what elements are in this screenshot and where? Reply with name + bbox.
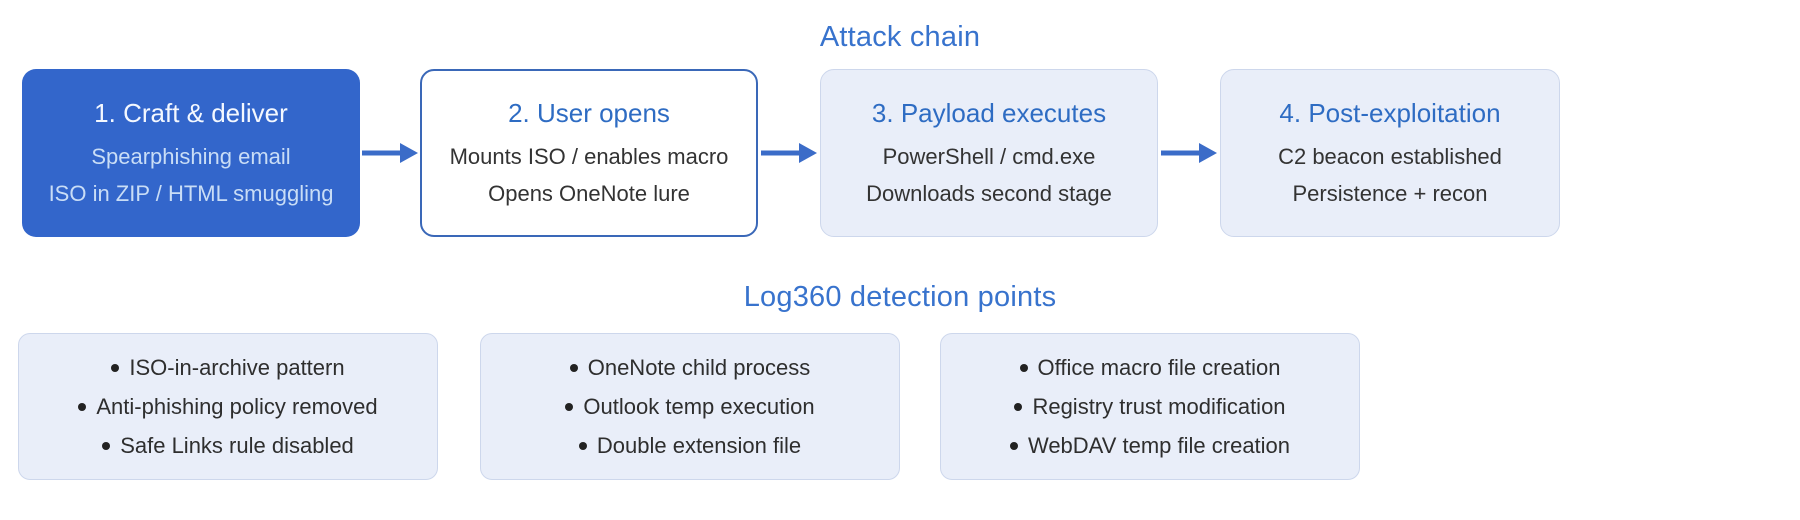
flow-arrow-icon	[362, 143, 418, 163]
bullet-icon	[111, 363, 120, 372]
step-craft-and-deliver: 1. Craft & deliver Spearphishing email I…	[22, 69, 360, 237]
detection-item: Anti-phishing policy removed	[78, 393, 378, 420]
detection-group-persistence: Office macro file creation Registry trus…	[940, 333, 1360, 480]
detection-item-label: Anti-phishing policy removed	[96, 393, 378, 419]
detection-item: WebDAV temp file creation	[1009, 432, 1291, 459]
attack-chain-title: Attack chain	[819, 21, 981, 53]
detection-points-title: Log360 detection points	[743, 281, 1057, 313]
bullet-icon	[1009, 441, 1018, 450]
step-detail: C2 beacon established	[1278, 144, 1502, 169]
bullet-icon	[1019, 363, 1028, 372]
bullet-icon	[1014, 402, 1023, 411]
detection-item-label: Double extension file	[596, 432, 802, 458]
step-title: 3. Payload executes	[871, 98, 1107, 128]
detection-item: OneNote child process	[569, 354, 811, 381]
flow-arrow-icon	[761, 143, 817, 163]
step-detail: Spearphishing email	[91, 144, 291, 169]
detection-group-delivery: ISO-in-archive pattern Anti-phishing pol…	[18, 333, 438, 480]
detection-item: Safe Links rule disabled	[102, 433, 354, 459]
step-user-opens: 2. User opens Mounts ISO / enables macro…	[420, 69, 758, 237]
bullet-icon	[578, 441, 587, 450]
step-detail: Downloads second stage	[866, 181, 1112, 206]
step-post-exploitation: 4. Post-exploitation C2 beacon establish…	[1220, 69, 1560, 237]
step-detail: Opens OneNote lure	[488, 181, 690, 206]
step-title: 2. User opens	[508, 98, 670, 128]
bullet-icon	[565, 402, 574, 411]
detection-item-label: Office macro file creation	[1037, 354, 1281, 380]
bullet-icon	[78, 402, 87, 411]
step-title: 1. Craft & deliver	[94, 98, 288, 128]
detection-item: Office macro file creation	[1019, 354, 1281, 381]
detection-item: Outlook temp execution	[565, 393, 815, 420]
detection-item-label: Safe Links rule disabled	[120, 432, 354, 458]
detection-item-label: Outlook temp execution	[583, 393, 815, 419]
detection-item: ISO-in-archive pattern	[111, 354, 345, 381]
detection-group-execution: OneNote child process Outlook temp execu…	[480, 333, 900, 480]
bullet-icon	[569, 363, 578, 372]
detection-item: Double extension file	[578, 432, 802, 459]
step-detail: Mounts ISO / enables macro	[449, 144, 729, 169]
detection-item: Registry trust modification	[1014, 393, 1286, 420]
detection-item-label: WebDAV temp file creation	[1027, 432, 1291, 458]
step-detail: ISO in ZIP / HTML smuggling	[48, 181, 334, 206]
flow-arrow-icon	[1161, 143, 1217, 163]
detection-item-label: Registry trust modification	[1032, 393, 1286, 419]
step-title: 4. Post-exploitation	[1279, 98, 1501, 128]
step-detail: Persistence + recon	[1292, 181, 1488, 206]
step-detail: PowerShell / cmd.exe	[882, 144, 1096, 169]
bullet-icon	[102, 441, 111, 450]
step-payload-executes: 3. Payload executes PowerShell / cmd.exe…	[820, 69, 1158, 237]
detection-item-label: ISO-in-archive pattern	[129, 354, 345, 380]
detection-item-label: OneNote child process	[587, 354, 811, 380]
